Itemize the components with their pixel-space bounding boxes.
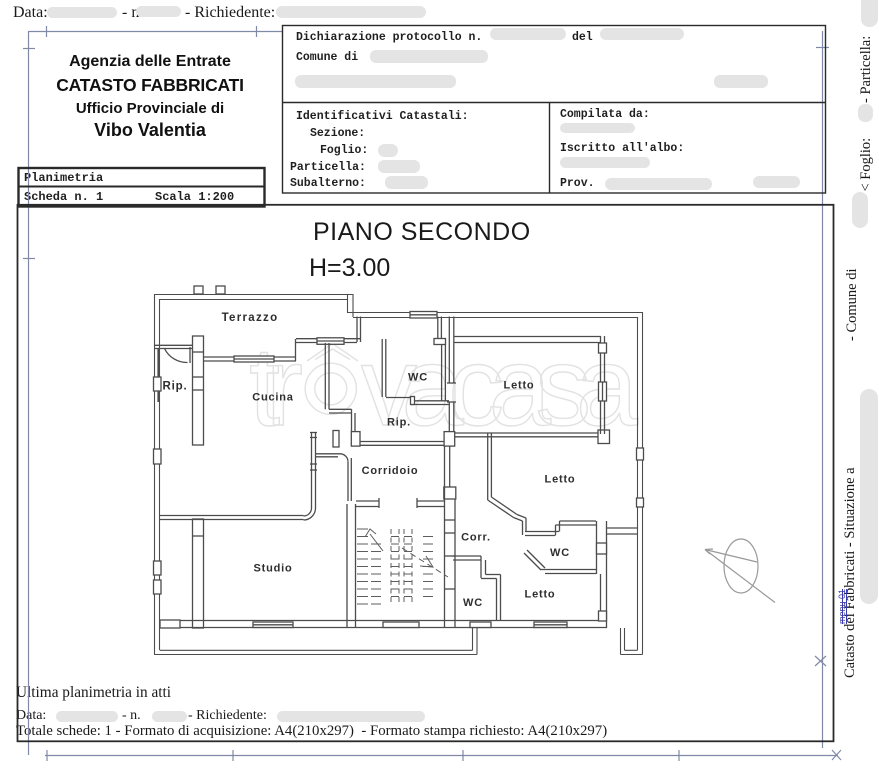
svg-text:Letto: Letto [525,589,556,601]
svg-text:Studio: Studio [253,563,292,575]
svg-text:Rip.: Rip. [163,381,188,393]
svg-text:tr: tr [249,324,303,449]
svg-text:WC: WC [463,597,483,609]
svg-text:Cucina: Cucina [252,392,294,404]
svg-text:Corr.: Corr. [461,532,491,544]
svg-text:WC: WC [550,547,570,559]
svg-text:Letto: Letto [545,474,576,486]
svg-text:Letto: Letto [504,380,535,392]
svg-text:vacasa: vacasa [361,324,639,449]
svg-text:Corridoio: Corridoio [362,465,419,477]
svg-text:Rip.: Rip. [387,417,411,429]
svg-text:Terrazzo: Terrazzo [222,312,279,324]
svg-text:WC: WC [408,372,428,384]
